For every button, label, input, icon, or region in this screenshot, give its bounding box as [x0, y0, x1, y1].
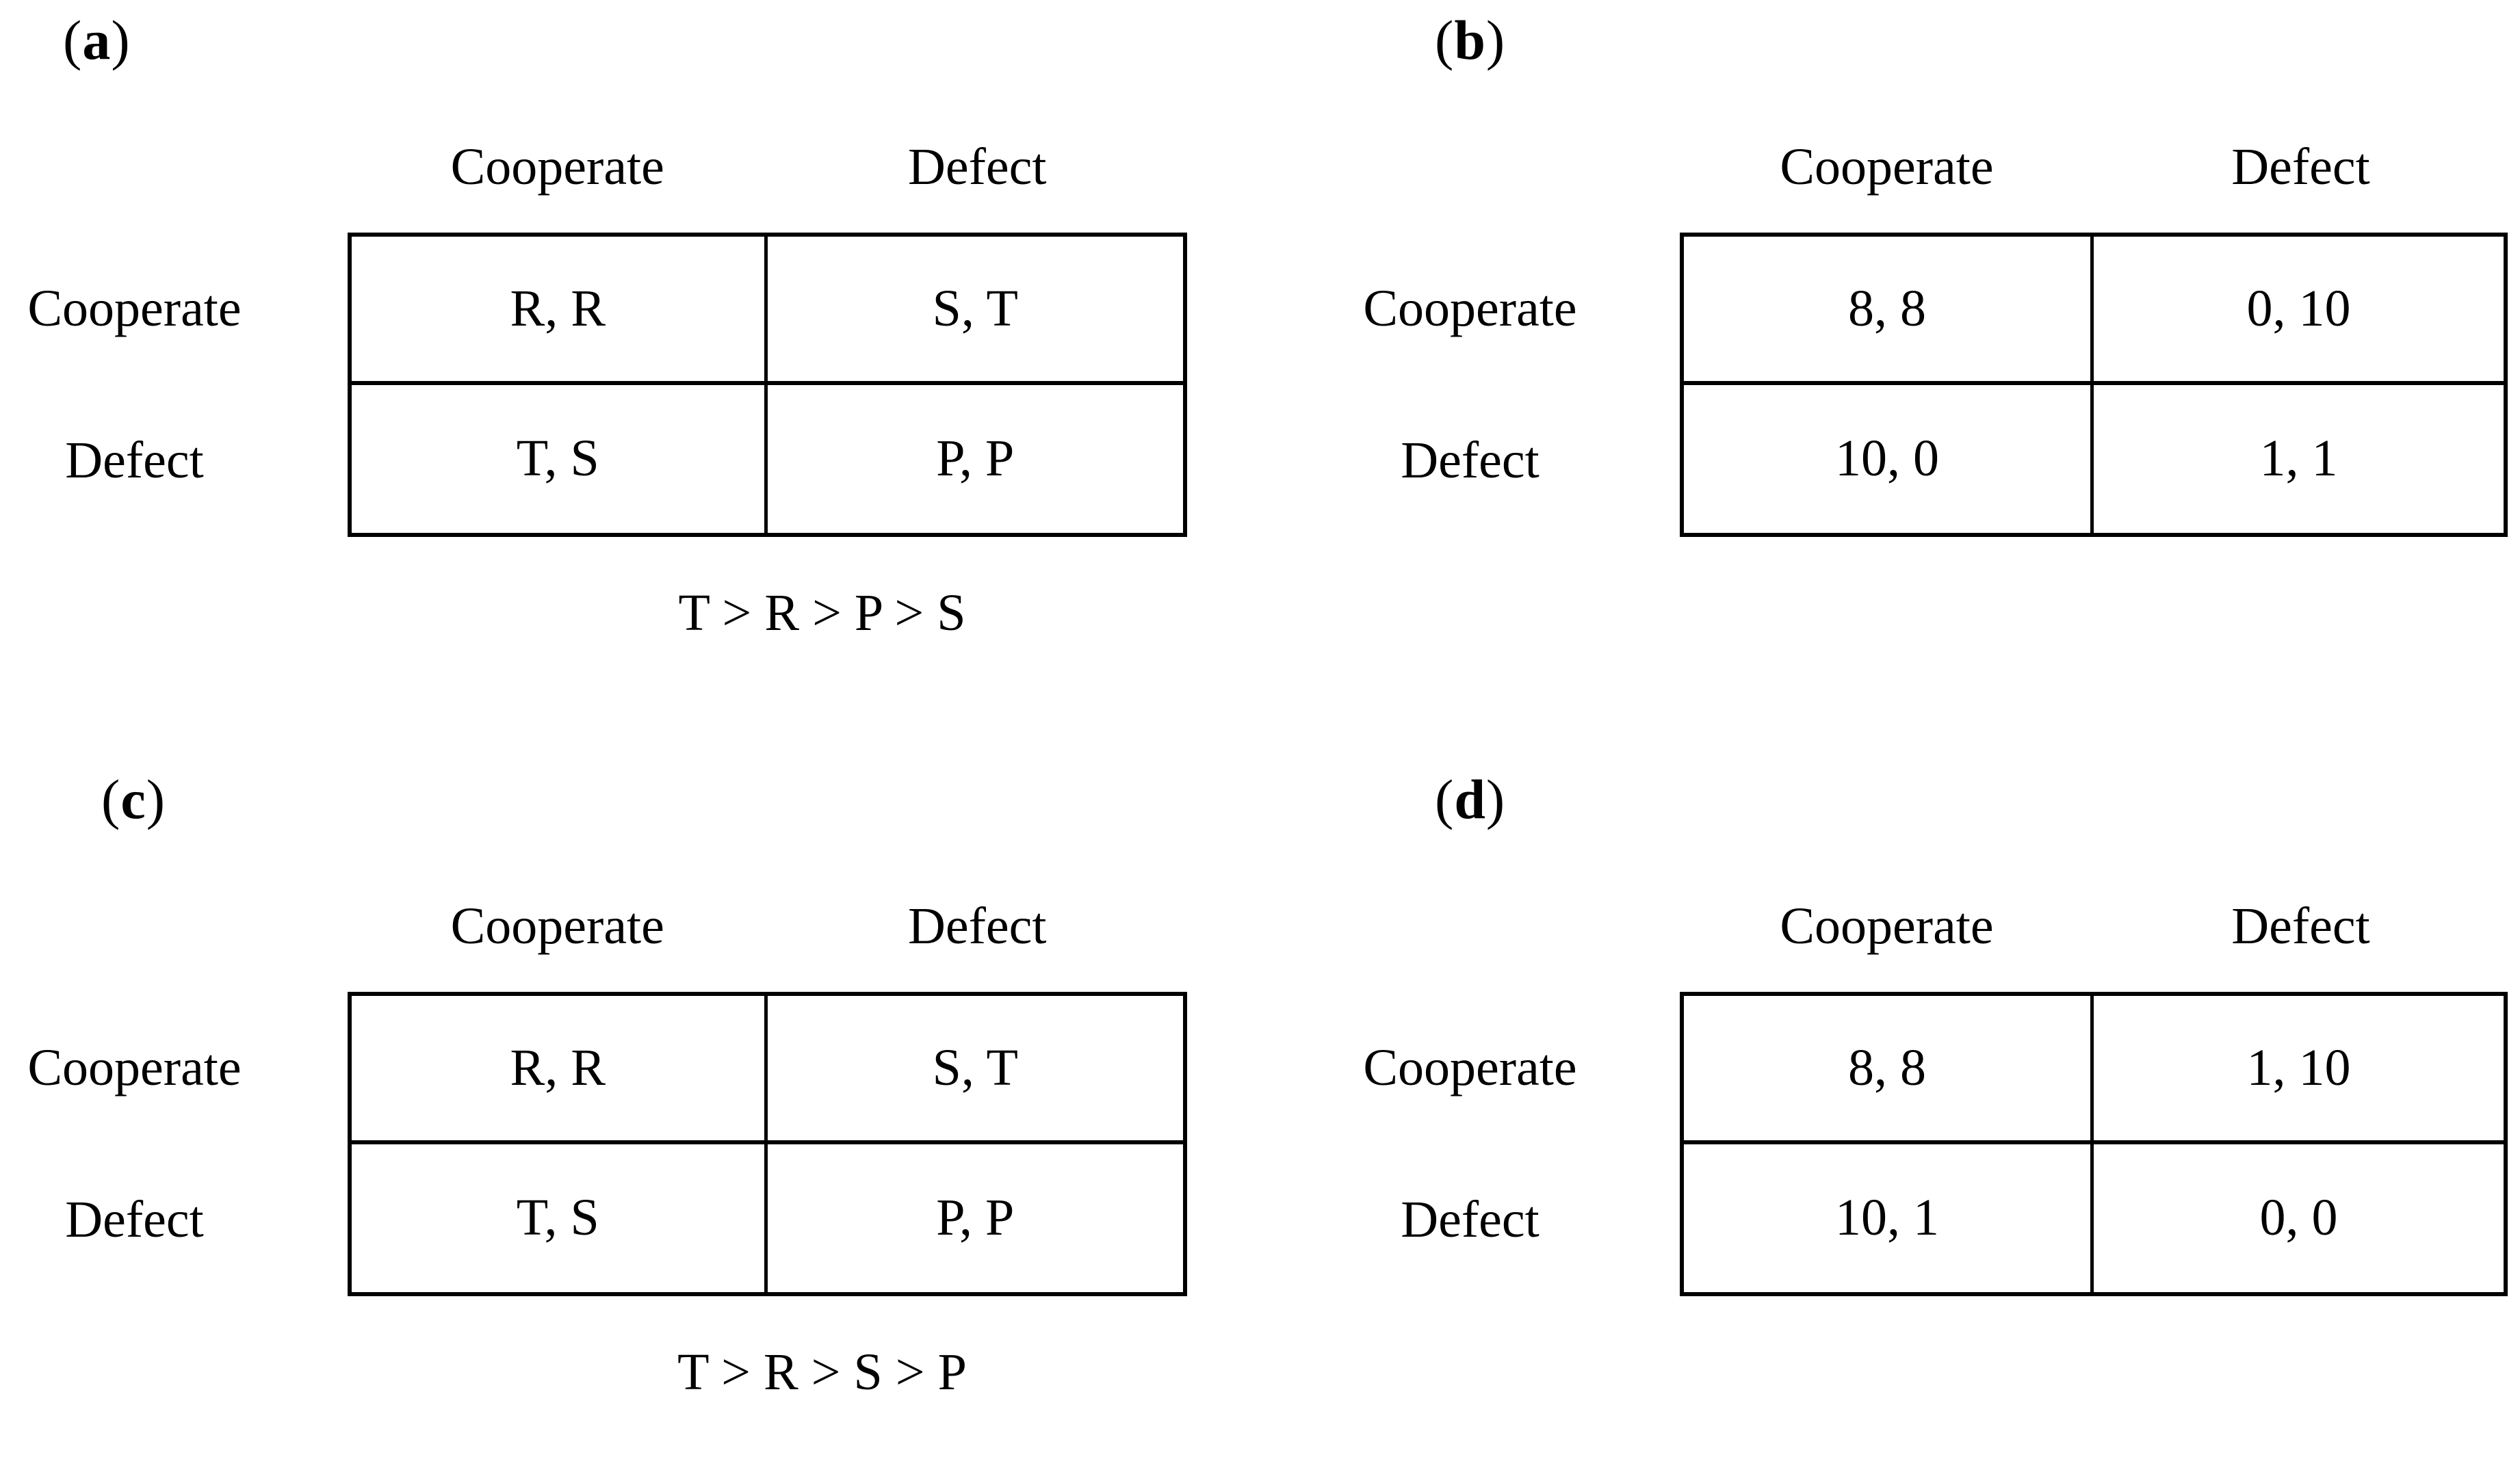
column-header-defect: Defect [2231, 138, 2370, 196]
panel-c-preference-ordering: T > R > S > P [677, 1343, 967, 1401]
panel-b-label-paren-close: ) [1485, 9, 1506, 71]
panel-d-label-paren-close: ) [1485, 768, 1506, 830]
row-header-cooperate: Cooperate [27, 1038, 242, 1096]
payoff-cell-cc: 8, 8 [1684, 237, 2094, 385]
panel-a-column-headers: Cooperate Defect [348, 131, 1187, 203]
panel-d-column-headers: Cooperate Defect [1680, 891, 2508, 962]
payoff-cell-dd: 1, 1 [2259, 430, 2338, 488]
panel-b-column-headers: Cooperate Defect [1680, 131, 2508, 203]
panel-a-label: (a) [63, 8, 131, 73]
panel-d-label-paren-open: ( [1435, 768, 1455, 830]
payoff-cell-cd: S, T [767, 996, 1183, 1144]
panel-c-label-paren-close: ) [146, 768, 166, 830]
panel-a-label-paren-close: ) [111, 9, 131, 71]
row-header-cooperate: Cooperate [1363, 1038, 1577, 1096]
panel-c-label-paren-open: ( [101, 768, 121, 830]
column-header-cooperate: Cooperate [1780, 138, 1994, 196]
column-header-defect: Defect [907, 138, 1047, 196]
row-header-cooperate: Cooperate [27, 279, 242, 337]
panel-b-label-paren-open: ( [1435, 9, 1455, 71]
payoff-cell-dc: T, S [352, 1144, 768, 1292]
column-header-cooperate: Cooperate [1780, 897, 1994, 955]
payoff-cell-dc: 10, 1 [1684, 1144, 2094, 1292]
payoff-matrices-figure: (a) Cooperate Defect Cooperate Defect R,… [0, 0, 2520, 1398]
row-header-defect: Defect [65, 1191, 204, 1249]
payoff-cell-cc: R, R [352, 996, 768, 1144]
panel-d-label-letter: d [1454, 768, 1486, 830]
panel-b-row-headers: Cooperate Defect [1260, 233, 1680, 537]
column-header-cooperate: Cooperate [450, 138, 664, 196]
panel-a-label-letter: a [82, 9, 112, 71]
panel-b: (b) Cooperate Defect Cooperate Defect 8,… [1260, 0, 2520, 700]
panel-d-payoff-table: 8, 8 1, 10 10, 1 0, 0 [1680, 992, 2508, 1296]
panel-a: (a) Cooperate Defect Cooperate Defect R,… [0, 0, 1260, 700]
payoff-cell-dc: T, S [352, 384, 768, 533]
panel-a-payoff-table: R, R S, T T, S P, P [348, 233, 1187, 537]
panel-c-label-letter: c [120, 768, 146, 830]
column-header-defect: Defect [2231, 897, 2370, 955]
payoff-cell-cd: S, T [767, 237, 1183, 385]
column-header-defect: Defect [907, 897, 1047, 955]
panel-c: (c) Cooperate Defect Cooperate Defect R,… [0, 759, 1260, 1459]
payoff-cell-dc: 10, 0 [1684, 384, 2094, 533]
column-header-cooperate: Cooperate [450, 897, 664, 955]
panel-a-row-headers: Cooperate Defect [0, 233, 348, 537]
payoff-cell-dd: P, P [936, 430, 1015, 488]
panel-a-label-paren-open: ( [63, 9, 83, 71]
row-header-defect: Defect [1401, 432, 1540, 490]
row-header-defect: Defect [1401, 1191, 1540, 1249]
payoff-cell-dd: P, P [936, 1189, 1015, 1247]
panel-a-preference-ordering: T > R > P > S [678, 584, 966, 642]
row-header-cooperate: Cooperate [1363, 279, 1577, 337]
payoff-cell-cd: 1, 10 [2094, 996, 2504, 1144]
panel-c-column-headers: Cooperate Defect [348, 891, 1187, 962]
row-header-defect: Defect [65, 432, 204, 490]
panel-b-label: (b) [1435, 8, 1505, 73]
panel-d: (d) Cooperate Defect Cooperate Defect 8,… [1260, 759, 2520, 1459]
payoff-cell-cc: R, R [352, 237, 768, 385]
panel-b-payoff-table: 8, 8 0, 10 10, 0 1, 1 [1680, 233, 2508, 537]
panel-c-label: (c) [101, 767, 166, 832]
payoff-cell-cd: 0, 10 [2094, 237, 2504, 385]
panel-c-payoff-table: R, R S, T T, S P, P [348, 992, 1187, 1296]
payoff-cell-dd: 0, 0 [2259, 1189, 2338, 1247]
payoff-cell-cc: 8, 8 [1684, 996, 2094, 1144]
panel-b-label-letter: b [1454, 9, 1486, 71]
panel-d-label: (d) [1435, 767, 1505, 832]
panel-d-row-headers: Cooperate Defect [1260, 992, 1680, 1296]
panel-c-row-headers: Cooperate Defect [0, 992, 348, 1296]
